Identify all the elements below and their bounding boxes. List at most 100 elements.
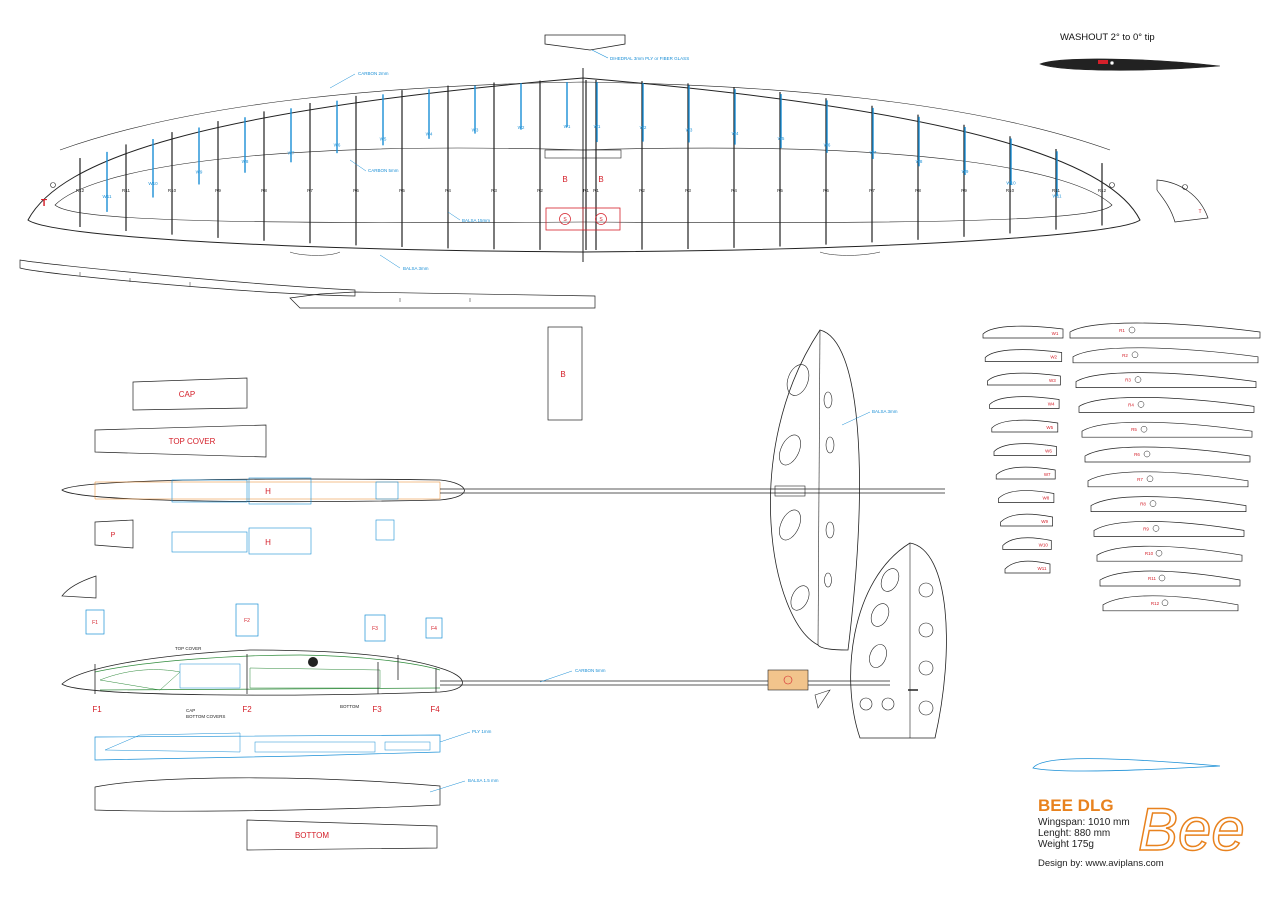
label-cap-small: CAP — [186, 708, 195, 713]
design-credit: Design by: www.aviplans.com — [1038, 858, 1164, 869]
label-dihedral: DIHEDRAL 3mm PLY or FIBER GLASS — [610, 56, 689, 61]
label-balsa15-side: BALSA 1.5 mm — [468, 778, 499, 783]
rib-part-label: R5 — [1131, 427, 1137, 432]
label-balsa3: BALSA 3mm — [403, 266, 429, 271]
web-label: W1 — [564, 124, 571, 129]
rib-part — [1099, 570, 1241, 587]
rib-part — [1069, 322, 1261, 339]
info-block: BEE DLG Wingspan: 1010 mm Lenght: 880 mm… — [1038, 796, 1278, 876]
web-label: W8 — [242, 159, 249, 164]
web-part — [989, 396, 1060, 409]
rib-part-label: R6 — [1134, 452, 1140, 457]
web-label: W3 — [686, 127, 693, 132]
bottom-part — [246, 819, 438, 851]
former-part — [85, 609, 105, 635]
trailing-edge-strips — [19, 259, 596, 309]
rib-part-label: R10 — [1145, 551, 1154, 556]
web-part — [991, 419, 1059, 433]
rib-part-label: R1 — [1119, 328, 1125, 333]
former-label: F1 — [92, 705, 102, 714]
rib-label: R1 — [593, 188, 599, 193]
web-part-label: W3 — [1049, 378, 1056, 383]
label-balsa15: BALSA 15mm — [462, 218, 490, 223]
tip-piece — [1156, 179, 1209, 223]
part-p-label: P — [111, 532, 116, 539]
spar-label-b-left: B — [562, 175, 567, 184]
rib-part — [1072, 347, 1259, 364]
washout-airfoil — [1039, 58, 1221, 71]
length-spec: Lenght: 880 mm — [1038, 828, 1111, 839]
rib-part — [1096, 545, 1243, 562]
nose-cone — [61, 575, 97, 599]
fuselage-top-view: H — [61, 477, 945, 505]
web-label: W8 — [916, 159, 923, 164]
former-label: F2 — [242, 705, 252, 714]
rib-label: R2 — [639, 188, 645, 193]
rib-part — [1084, 446, 1251, 463]
rib-label: R6 — [823, 188, 829, 193]
rib-part — [1090, 496, 1247, 512]
hatch-part: H — [171, 519, 395, 555]
rib-label: R3 — [491, 188, 497, 193]
web-part-label: W9 — [1041, 519, 1048, 524]
former-label: F4 — [430, 705, 440, 714]
former-part — [425, 617, 443, 639]
rib-label: R6 — [353, 188, 359, 193]
rib-label: R11 — [122, 188, 130, 193]
web-label: W4 — [732, 131, 739, 136]
rib-part-label: R12 — [1151, 601, 1160, 606]
former-part — [364, 614, 386, 642]
label-carbon5: CARBON 5mm — [368, 168, 399, 173]
top-cover-label: TOP COVER — [169, 437, 216, 446]
part-p — [94, 519, 134, 549]
web-part — [993, 443, 1057, 456]
web-label: W6 — [824, 142, 831, 147]
web-label: W4 — [426, 131, 433, 136]
rib-part-label: R4 — [1128, 402, 1134, 407]
web-label: W7 — [870, 150, 877, 155]
rib-label: R9 — [215, 188, 221, 193]
airfoil-section — [1032, 758, 1221, 772]
web-label: W9 — [196, 169, 203, 174]
web-label: W5 — [380, 136, 387, 141]
label-ply1: PLY 1mm — [472, 729, 492, 734]
weight-spec: Weight 175g — [1038, 839, 1094, 850]
former-part — [235, 603, 259, 637]
model-title: BEE DLG — [1038, 796, 1114, 815]
former-part-label: F4 — [431, 626, 437, 632]
rib-part — [1102, 595, 1239, 612]
rib-part-label: R7 — [1137, 477, 1143, 482]
web-part-label: W6 — [1045, 449, 1052, 454]
rib-label: R8 — [261, 188, 267, 193]
wingspan-spec: Wingspan: 1010 mm — [1038, 817, 1130, 828]
tip-label: T — [41, 198, 47, 209]
web-label: W10 — [148, 181, 158, 186]
web-label: W6 — [334, 143, 341, 148]
web-part — [998, 490, 1055, 503]
web-part — [984, 349, 1063, 362]
rib-label: R11 — [1052, 188, 1060, 193]
rib-label: R10 — [168, 188, 177, 193]
web-part-label: W5 — [1046, 425, 1053, 430]
label-top-cover-small: TOP COVER — [175, 646, 202, 651]
web-part-label: W10 — [1039, 543, 1049, 548]
rib-label: R7 — [307, 188, 313, 193]
top-cover-part — [94, 424, 267, 458]
rib-label: R4 — [731, 188, 737, 193]
block-b — [547, 326, 583, 421]
wing-ribs — [79, 80, 1103, 250]
rib-label: R3 — [685, 188, 691, 193]
block-b-label: B — [560, 370, 565, 379]
horizontal-stabilizer: BALSA 3mm — [770, 329, 898, 651]
dihedral-brace — [544, 34, 626, 51]
rib-label: R5 — [399, 188, 405, 193]
former-part-label: F1 — [92, 620, 98, 626]
label-balsa3-stab: BALSA 3mm — [872, 409, 898, 414]
label-carbon2: CARBON 2mm — [358, 71, 389, 76]
rib-part — [1078, 397, 1255, 413]
rib-label: R12 — [76, 188, 85, 193]
rib-label: R4 — [445, 188, 451, 193]
